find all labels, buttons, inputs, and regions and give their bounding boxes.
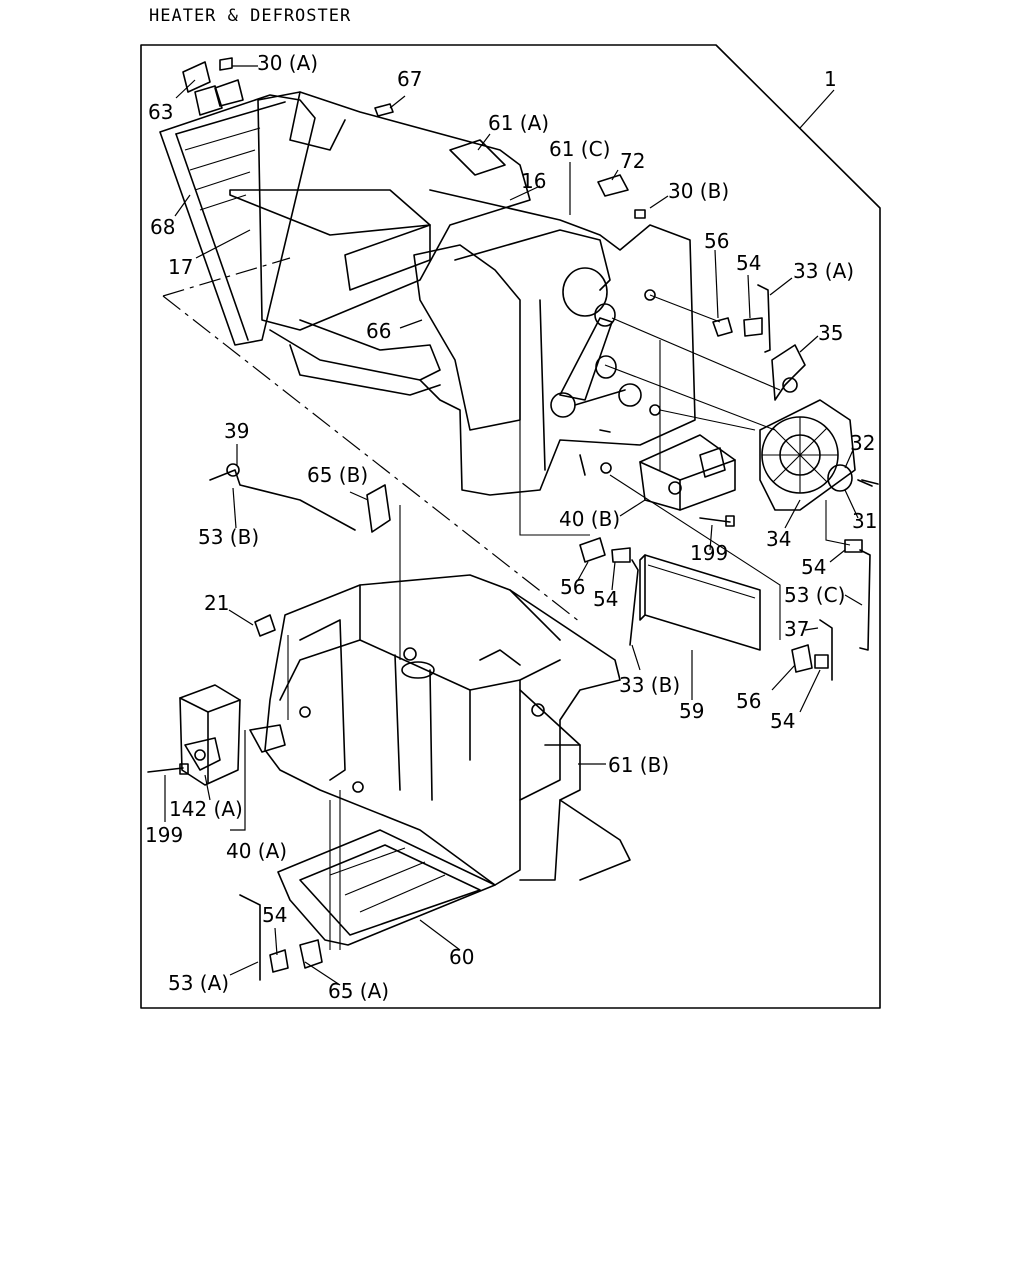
callout-54-bottom: 54 bbox=[262, 903, 287, 927]
callout-35: 35 bbox=[818, 321, 843, 345]
callout-33b: 33 (B) bbox=[619, 673, 680, 697]
callout-54-mid: 54 bbox=[593, 587, 618, 611]
alignment-line-main bbox=[162, 295, 581, 623]
callout-39: 39 bbox=[224, 419, 249, 443]
callout-59: 59 bbox=[679, 699, 704, 723]
clip-set-upper-right bbox=[712, 284, 771, 353]
callout-142a: 142 (A) bbox=[169, 797, 243, 821]
callout-40a: 40 (A) bbox=[226, 839, 287, 863]
callout-16: 16 bbox=[521, 169, 546, 193]
callout-32: 32 bbox=[850, 431, 875, 455]
guide-line-j bbox=[329, 790, 341, 950]
callout-67: 67 bbox=[397, 67, 422, 91]
callout-37: 37 bbox=[784, 617, 809, 641]
callout-labels: 1 30 (A) 63 67 61 (A) 61 (C) 72 16 30 (B… bbox=[145, 51, 877, 1003]
callout-65a: 65 (A) bbox=[328, 979, 389, 1003]
callout-60: 60 bbox=[449, 945, 474, 969]
callout-53a: 53 (A) bbox=[168, 971, 229, 995]
callout-1: 1 bbox=[824, 67, 837, 91]
callout-30a: 30 (A) bbox=[257, 51, 318, 75]
guide-line-d bbox=[659, 409, 756, 431]
callout-53b: 53 (B) bbox=[198, 525, 259, 549]
callout-30b: 30 (B) bbox=[668, 179, 729, 203]
guide-line-a bbox=[611, 317, 781, 391]
callout-34: 34 bbox=[766, 527, 791, 551]
rod-37 bbox=[819, 619, 833, 681]
callout-53c: 53 (C) bbox=[784, 583, 845, 607]
lower-case-assembly bbox=[249, 574, 631, 886]
callout-61c: 61 (C) bbox=[549, 137, 610, 161]
guide-line-b bbox=[604, 364, 776, 431]
callout-17: 17 bbox=[168, 255, 193, 279]
callout-21: 21 bbox=[204, 591, 229, 615]
callout-33a: 33 (A) bbox=[793, 259, 854, 283]
mode-door-parts bbox=[759, 344, 873, 511]
callout-56-lower: 56 bbox=[736, 689, 761, 713]
rod-53a bbox=[239, 894, 261, 981]
guide-line-e bbox=[519, 390, 590, 536]
guide-line-g bbox=[609, 474, 781, 640]
callout-61a: 61 (A) bbox=[488, 111, 549, 135]
callout-56-mid: 56 bbox=[560, 575, 585, 599]
heater-core bbox=[159, 61, 316, 346]
actuator-40a bbox=[179, 684, 241, 786]
drain-tray-60 bbox=[277, 829, 496, 946]
small-hardware bbox=[147, 57, 879, 973]
rod-53b bbox=[209, 469, 356, 531]
callout-40b: 40 (B) bbox=[559, 507, 620, 531]
callout-72: 72 bbox=[620, 149, 645, 173]
callout-56-upper: 56 bbox=[704, 229, 729, 253]
upper-case-assembly bbox=[229, 91, 696, 496]
callout-54-right: 54 bbox=[801, 555, 826, 579]
callout-54-lower: 54 bbox=[770, 709, 795, 733]
page-title: HEATER & DEFROSTER bbox=[149, 6, 352, 26]
callout-199-lower: 199 bbox=[145, 823, 183, 847]
callout-65b: 65 (B) bbox=[307, 463, 368, 487]
guide-line-c bbox=[649, 294, 721, 323]
filter-59 bbox=[639, 554, 761, 651]
guide-line-h bbox=[825, 500, 851, 546]
rod-53c bbox=[859, 549, 871, 651]
actuator-40b bbox=[639, 434, 736, 511]
callout-66: 66 bbox=[366, 319, 391, 343]
callout-54-upper: 54 bbox=[736, 251, 761, 275]
callout-68: 68 bbox=[150, 215, 175, 239]
callout-199-upper: 199 bbox=[690, 541, 728, 565]
callout-61b: 61 (B) bbox=[608, 753, 669, 777]
leader-lines bbox=[164, 65, 863, 986]
callout-63: 63 bbox=[148, 100, 173, 124]
diagram-frame bbox=[140, 44, 881, 1009]
callout-31: 31 bbox=[852, 509, 877, 533]
rod-33b bbox=[629, 559, 639, 646]
